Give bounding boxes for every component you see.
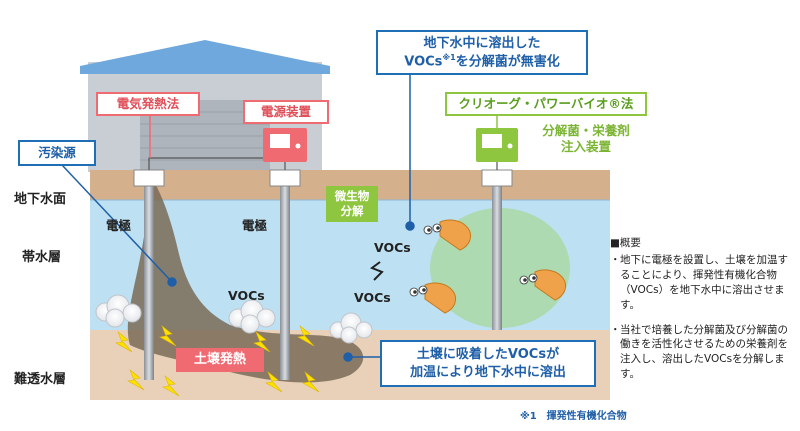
bacteria-icon <box>519 269 567 301</box>
pollution-source-label: 汚染源 <box>18 140 96 166</box>
footnote: ※1 揮発性有機化合物 <box>520 411 627 422</box>
wellhead-right <box>269 169 301 187</box>
microbial-decomposition-badge: 微生物 分解 <box>326 186 378 222</box>
bacteria-icon <box>423 219 472 251</box>
wellhead-bio <box>481 169 513 187</box>
dissolution-callout: 土壌に吸着したVOCsが 加温により地下水中に溶出 <box>380 340 596 388</box>
overview-notes: ■概要 ・ 地下に電極を設置し、土壌を加温することにより、揮発性有機化合物（VO… <box>610 236 798 382</box>
bio-method-title: クリオーグ・パワーバイオ®法 <box>445 92 647 116</box>
layer-label-groundwater: 地下水面 <box>14 192 67 207</box>
notes-item: ・ 地下に電極を設置し、土壌を加温することにより、揮発性有機化合物（VOCs）を… <box>610 253 798 313</box>
heat-cloud-icon <box>329 312 373 344</box>
electric-heating-method-title: 電気発熱法 <box>96 92 200 116</box>
heat-cloud-icon <box>95 294 142 328</box>
harmless-callout: 地下水中に溶出した VOCs※1を分解菌が無害化 <box>376 30 588 76</box>
layer-label-aquifer: 帯水層 <box>22 250 62 265</box>
power-wires <box>148 157 286 170</box>
electrode-pipe-left <box>144 180 154 380</box>
power-unit-screen <box>270 134 290 148</box>
layer-label-aquitard: 難透水層 <box>14 372 67 387</box>
notes-bullet: ・ <box>610 253 621 266</box>
heat-cloud-icon <box>228 299 276 334</box>
vocs-label-mid-lower: VOCs <box>354 290 391 305</box>
callout-leaders <box>61 70 415 362</box>
reaction-squiggle-icon <box>369 261 384 281</box>
injection-device-label: 分解菌・栄養剤 注入装置 <box>542 123 630 155</box>
notes-item: ・ 当社で培養した分解菌及び分解菌の働きを活性化させるための栄養剤を注入し、溶出… <box>610 323 798 383</box>
contamination-plume <box>127 175 364 383</box>
power-unit-label: 電源装置 <box>243 100 329 124</box>
injection-pipe <box>492 180 502 330</box>
harmless-vocs: VOCs <box>404 53 443 69</box>
electrode-label-left: 電極 <box>106 218 132 233</box>
harmless-line1: 地下水中に溶出した <box>423 36 541 51</box>
electrode-label-right: 電極 <box>242 218 268 233</box>
wellhead-left <box>133 169 165 187</box>
bacteria-icon <box>409 282 457 314</box>
harmless-line2-text: を分解菌が無害化 <box>455 53 560 69</box>
harmless-footnote-ref: ※1 <box>442 52 456 62</box>
vocs-label-mid-upper: VOCs <box>374 240 411 255</box>
heat-spark-icon <box>115 325 320 397</box>
notes-item-text: 当社で培養した分解菌及び分解菌の働きを活性化させるための栄養剤を注入し、溶出した… <box>620 323 788 381</box>
notes-heading: ■概要 <box>610 237 641 249</box>
soil-heating-badge: 土壌発熱 <box>176 348 264 372</box>
building-roof <box>80 40 330 74</box>
injection-device-screen <box>482 134 502 148</box>
vocs-label-left: VOCs <box>228 288 265 303</box>
electrode-pipe-right <box>280 180 290 380</box>
notes-bullet: ・ <box>610 323 621 336</box>
harmless-line2: VOCs※1を分解菌が無害化 <box>378 53 586 71</box>
notes-item-text: 地下に電極を設置し、土壌を加温することにより、揮発性有機化合物（VOCs）を地下… <box>620 253 788 311</box>
